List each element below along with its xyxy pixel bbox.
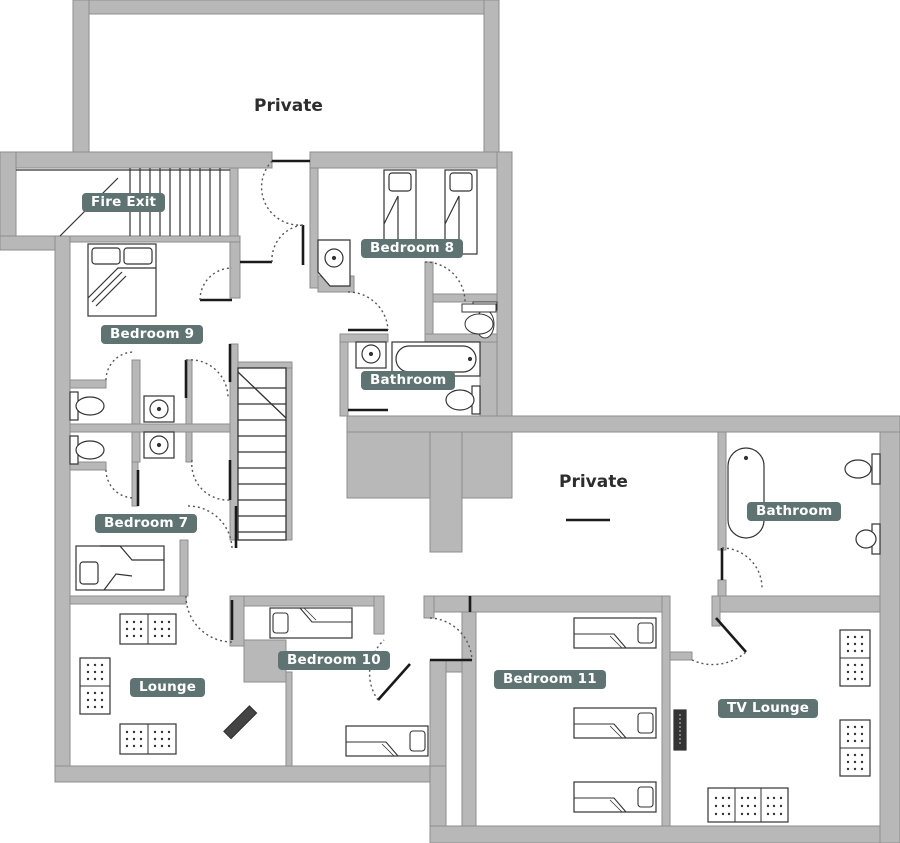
room-label-private-right: Private	[559, 472, 628, 492]
room-label-private-top: Private	[254, 96, 323, 116]
room-label-fire-exit: Fire Exit	[82, 193, 166, 212]
room-label-bedroom-11: Bedroom 11	[494, 670, 606, 689]
room-label-lounge: Lounge	[130, 678, 206, 697]
room-label-bedroom-7: Bedroom 7	[95, 514, 198, 533]
room-label-bedroom-8: Bedroom 8	[361, 239, 464, 258]
room-label-bedroom-9: Bedroom 9	[101, 325, 204, 344]
room-label-bathroom-right: Bathroom	[747, 502, 842, 521]
room-label-bathroom-center: Bathroom	[361, 371, 456, 390]
room-label-bedroom-10: Bedroom 10	[278, 651, 390, 670]
room-label-tv-lounge: TV Lounge	[718, 699, 819, 718]
